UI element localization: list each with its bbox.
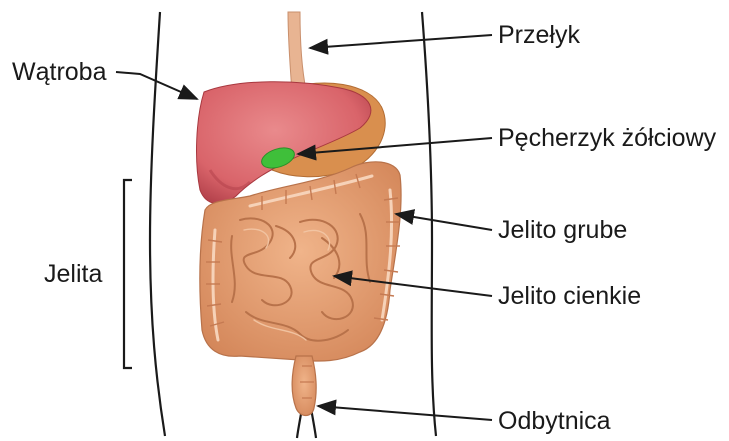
- label-small-intestine: Jelito cienkie: [498, 282, 641, 310]
- label-rectum: Odbytnica: [498, 407, 611, 435]
- label-gallbladder: Pęcherzyk żółciowy: [498, 124, 717, 152]
- label-liver: Wątroba: [12, 58, 107, 86]
- label-intestines: Jelita: [44, 260, 102, 288]
- intestines-shape: [200, 162, 401, 416]
- esophagus-shape: [288, 12, 306, 92]
- intestines-bracket: [124, 180, 132, 368]
- large-intestine-arrow: [396, 214, 492, 230]
- label-esophagus: Przełyk: [498, 21, 580, 49]
- label-large-intestine: Jelito grube: [498, 216, 627, 244]
- rectum-arrow: [318, 406, 492, 420]
- esophagus-arrow: [310, 35, 492, 48]
